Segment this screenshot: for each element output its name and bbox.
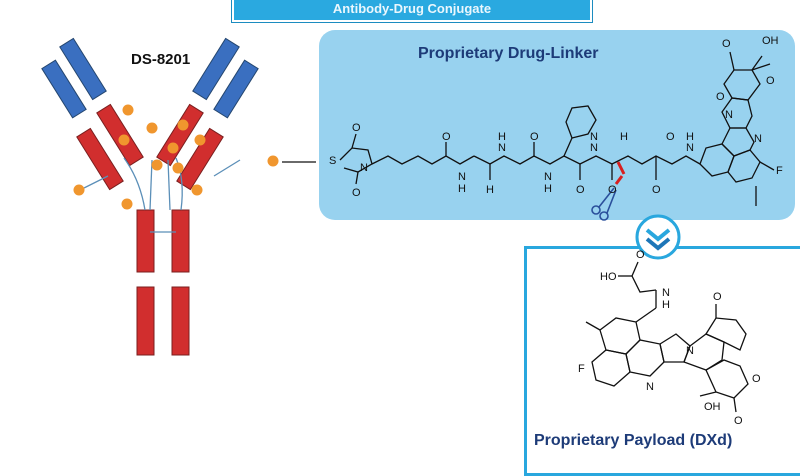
svg-text:N: N [725, 109, 733, 121]
payload-structure [585, 261, 749, 413]
antibody-diagram [41, 37, 316, 356]
svg-text:OH: OH [704, 401, 721, 413]
right-light-chain-variable [213, 59, 259, 119]
svg-text:H: H [620, 131, 628, 143]
svg-text:O: O [652, 184, 661, 196]
scissors-icon [591, 187, 617, 221]
svg-text:N: N [590, 131, 598, 143]
svg-text:H: H [458, 183, 466, 195]
cleavage-site [614, 161, 626, 185]
svg-text:O: O [636, 249, 645, 261]
svg-text:O: O [666, 131, 675, 143]
svg-text:O: O [713, 291, 722, 303]
svg-text:F: F [578, 363, 585, 375]
svg-text:N: N [686, 345, 694, 357]
svg-text:H: H [486, 184, 494, 196]
drug-linker-title: Proprietary Drug-Linker [418, 45, 599, 62]
svg-text:O: O [352, 187, 361, 199]
svg-text:H: H [544, 183, 552, 195]
antibody-name: DS-8201 [131, 51, 191, 68]
svg-text:O: O [722, 38, 731, 50]
svg-text:O: O [752, 373, 761, 385]
drug-linker-atoms: S O N O N H O H N O H N O H N O N H O N … [329, 35, 783, 199]
right-fc-lower [171, 286, 190, 356]
svg-text:N: N [646, 381, 654, 393]
hinge-links [83, 157, 241, 233]
svg-text:N: N [590, 142, 598, 154]
svg-text:F: F [776, 165, 783, 177]
payload-title: Proprietary Payload (DXd) [534, 432, 733, 449]
svg-text:O: O [766, 75, 775, 87]
left-fc-upper [136, 209, 155, 273]
svg-text:N: N [544, 171, 552, 183]
svg-text:O: O [734, 415, 743, 427]
svg-text:OH: OH [762, 35, 779, 47]
svg-text:O: O [352, 122, 361, 134]
svg-text:HO: HO [600, 271, 617, 283]
left-fc-lower [136, 286, 155, 356]
chemical-structures: S O N O N H O H N O H N O H N O N H O N … [329, 35, 783, 427]
svg-text:S: S [329, 155, 336, 167]
svg-text:H: H [686, 131, 694, 143]
drug-linker-panel [319, 30, 795, 220]
left-heavy-chain-constant [96, 103, 144, 167]
svg-text:N: N [498, 142, 506, 154]
svg-text:N: N [754, 133, 762, 145]
svg-text:N: N [686, 142, 694, 154]
right-heavy-chain-variable [192, 37, 240, 101]
payload-atoms: HO O N H N O O F N OH O [578, 249, 761, 427]
svg-text:N: N [662, 287, 670, 299]
title-banner: Antibody-Drug Conjugate [232, 0, 592, 22]
svg-text:O: O [576, 184, 585, 196]
left-heavy-chain-variable [59, 37, 107, 101]
svg-text:H: H [498, 131, 506, 143]
svg-text:O: O [442, 131, 451, 143]
svg-text:O: O [530, 131, 539, 143]
svg-text:H: H [662, 299, 670, 311]
right-fc-upper [171, 209, 190, 273]
chevron-down-badge-icon [635, 214, 681, 260]
drug-linker-structure [339, 51, 775, 206]
svg-text:O: O [716, 91, 725, 103]
svg-text:N: N [360, 162, 368, 174]
left-light-chain-constant [76, 127, 124, 191]
left-light-chain-variable [41, 59, 87, 119]
svg-text:O: O [608, 184, 617, 196]
payload-dots [73, 104, 279, 210]
right-light-chain-constant [176, 127, 224, 191]
svg-text:N: N [458, 171, 466, 183]
